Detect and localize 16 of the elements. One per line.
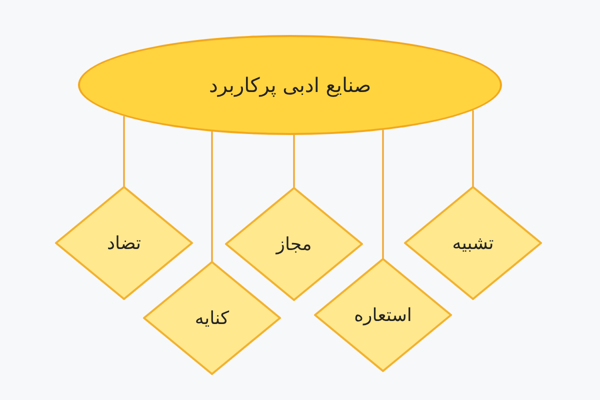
connector-line (472, 110, 474, 187)
diamond-label: تشبیه (452, 232, 494, 256)
connector-line (293, 135, 295, 188)
diamond-label: استعاره (354, 304, 412, 328)
diamond-node (403, 185, 543, 301)
diamond-label: تضاد (106, 232, 142, 256)
diamond-label: کنایه (194, 306, 230, 330)
connector-line (382, 130, 384, 259)
connector-line (123, 116, 125, 187)
diamond-node (54, 185, 194, 301)
diamond-label: مجاز (276, 232, 312, 256)
diamond-node (142, 260, 282, 376)
diamond-node (313, 257, 453, 373)
diamond-node (224, 186, 364, 302)
heading-text: صنایع ادبی پرکاربرد (208, 72, 372, 99)
connector-line (211, 132, 213, 262)
